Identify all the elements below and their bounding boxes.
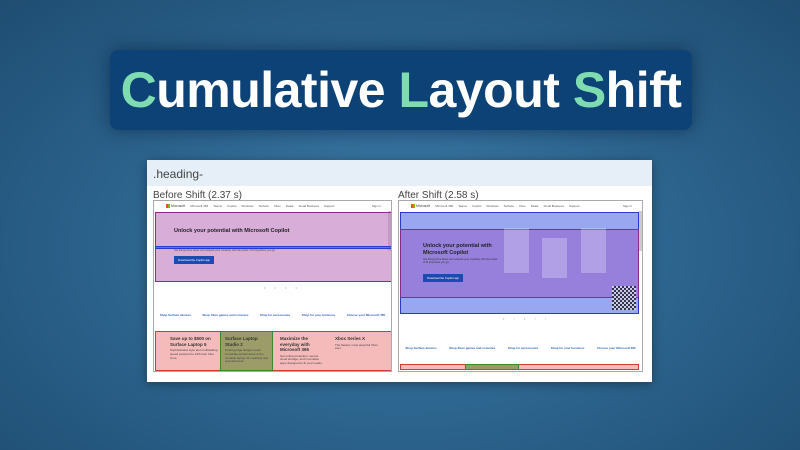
before-screenshot: Microsoft Microsoft 365 Teams Copilot Windo…	[153, 200, 392, 372]
nav-item[interactable]: Xbox	[273, 204, 281, 208]
nav-item[interactable]: Copilot	[227, 204, 237, 208]
nav-item[interactable]: Microsoft 365	[190, 204, 209, 208]
shift-region-green	[220, 331, 273, 371]
nav-item[interactable]: Deals	[530, 204, 539, 208]
nav-item[interactable]: Small Business	[298, 204, 319, 208]
nav-item[interactable]: Support	[568, 204, 580, 208]
shop-link[interactable]: Shop for accessories	[259, 313, 291, 317]
shift-region-purple	[400, 229, 639, 298]
nav-item[interactable]: Teams	[213, 204, 223, 208]
qr-code	[612, 286, 636, 310]
shop-link[interactable]: Shop for your business	[301, 313, 336, 317]
nav-item[interactable]: Copilot	[472, 204, 482, 208]
shop-link[interactable]: Shop Surface devices	[159, 313, 191, 317]
shift-region-blue	[155, 246, 391, 249]
copilot-card-image	[542, 238, 567, 278]
nav-item[interactable]: Windows	[241, 204, 254, 208]
title-word: Layout	[398, 62, 560, 118]
shop-link[interactable]: Shop for your business	[550, 346, 585, 350]
shop-links: Shop Surface devices Shop Xbox games and …	[399, 346, 642, 350]
hero-title: Unlock your potential with Microsoft Cop…	[423, 243, 492, 256]
shop-link[interactable]: Shop for accessories	[507, 346, 539, 350]
hero-subtitle: Get things done faster and unleash your …	[174, 249, 276, 252]
title-banner: Cumulative Layout Shift	[110, 50, 692, 130]
nav-item[interactable]: Surface	[258, 204, 269, 208]
shift-region-green	[465, 364, 519, 370]
nav-item[interactable]: Deals	[285, 204, 294, 208]
hero-subtitle: Get things done faster and unleash your …	[423, 258, 498, 264]
shop-links: Shop Surface devices Shop Xbox games and …	[154, 313, 391, 317]
after-label: After Shift (2.58 s)	[398, 190, 479, 201]
microsoft-logo: Microsoft	[166, 204, 185, 208]
download-copilot-button[interactable]: Download the Copilot app	[174, 256, 215, 264]
cls-panel: .heading- Before Shift (2.37 s) After Sh…	[147, 160, 652, 382]
download-copilot-button[interactable]: Download the Copilot app	[423, 274, 464, 282]
sign-in-link[interactable]: Sign in	[371, 204, 381, 208]
nav-item[interactable]: Xbox	[518, 204, 526, 208]
promo-card[interactable]: Maximize the everyday with Microsoft 365…	[280, 336, 323, 366]
site-nav: Microsoft Microsoft 365 Teams Copilot Windo…	[399, 201, 642, 211]
shop-link[interactable]: Choose your Microsoft 365	[346, 313, 386, 317]
scrollbar[interactable]	[639, 211, 642, 251]
sign-in-link[interactable]: Sign in	[622, 204, 632, 208]
carousel-dots[interactable]: • ‹ • › ›	[503, 316, 551, 321]
shop-link[interactable]: Shop Xbox games and consoles	[202, 313, 249, 317]
after-screenshot: Microsoft Microsoft 365 Teams Copilot Windo…	[398, 200, 643, 372]
shop-link[interactable]: Shop Surface devices	[405, 346, 437, 350]
nav-item[interactable]: Support	[323, 204, 335, 208]
nav-item[interactable]: Microsoft 365	[435, 204, 454, 208]
shift-region-red	[155, 331, 391, 371]
site-nav: Microsoft Microsoft 365 Teams Copilot Windo…	[154, 201, 391, 211]
before-label: Before Shift (2.37 s)	[153, 190, 242, 201]
shop-link[interactable]: Shop Xbox games and consoles	[449, 346, 496, 350]
microsoft-logo: Microsoft	[411, 204, 430, 208]
carousel-dots[interactable]: • • • •	[264, 285, 301, 290]
copilot-card-image	[581, 228, 606, 273]
title-word: Cumulative	[120, 62, 386, 118]
nav-item[interactable]: Windows	[486, 204, 499, 208]
hero-title: Unlock your potential with Microsoft Cop…	[174, 228, 290, 234]
nav-item[interactable]: Teams	[458, 204, 468, 208]
copilot-card-image	[504, 228, 529, 273]
shop-link[interactable]: Choose your Microsoft 365	[597, 346, 636, 350]
panel-heading: .heading-	[147, 160, 652, 186]
shift-region-red	[400, 364, 639, 370]
title-word: Shift	[572, 62, 682, 118]
nav-item[interactable]: Surface	[503, 204, 514, 208]
nav-item[interactable]: Small Business	[543, 204, 564, 208]
